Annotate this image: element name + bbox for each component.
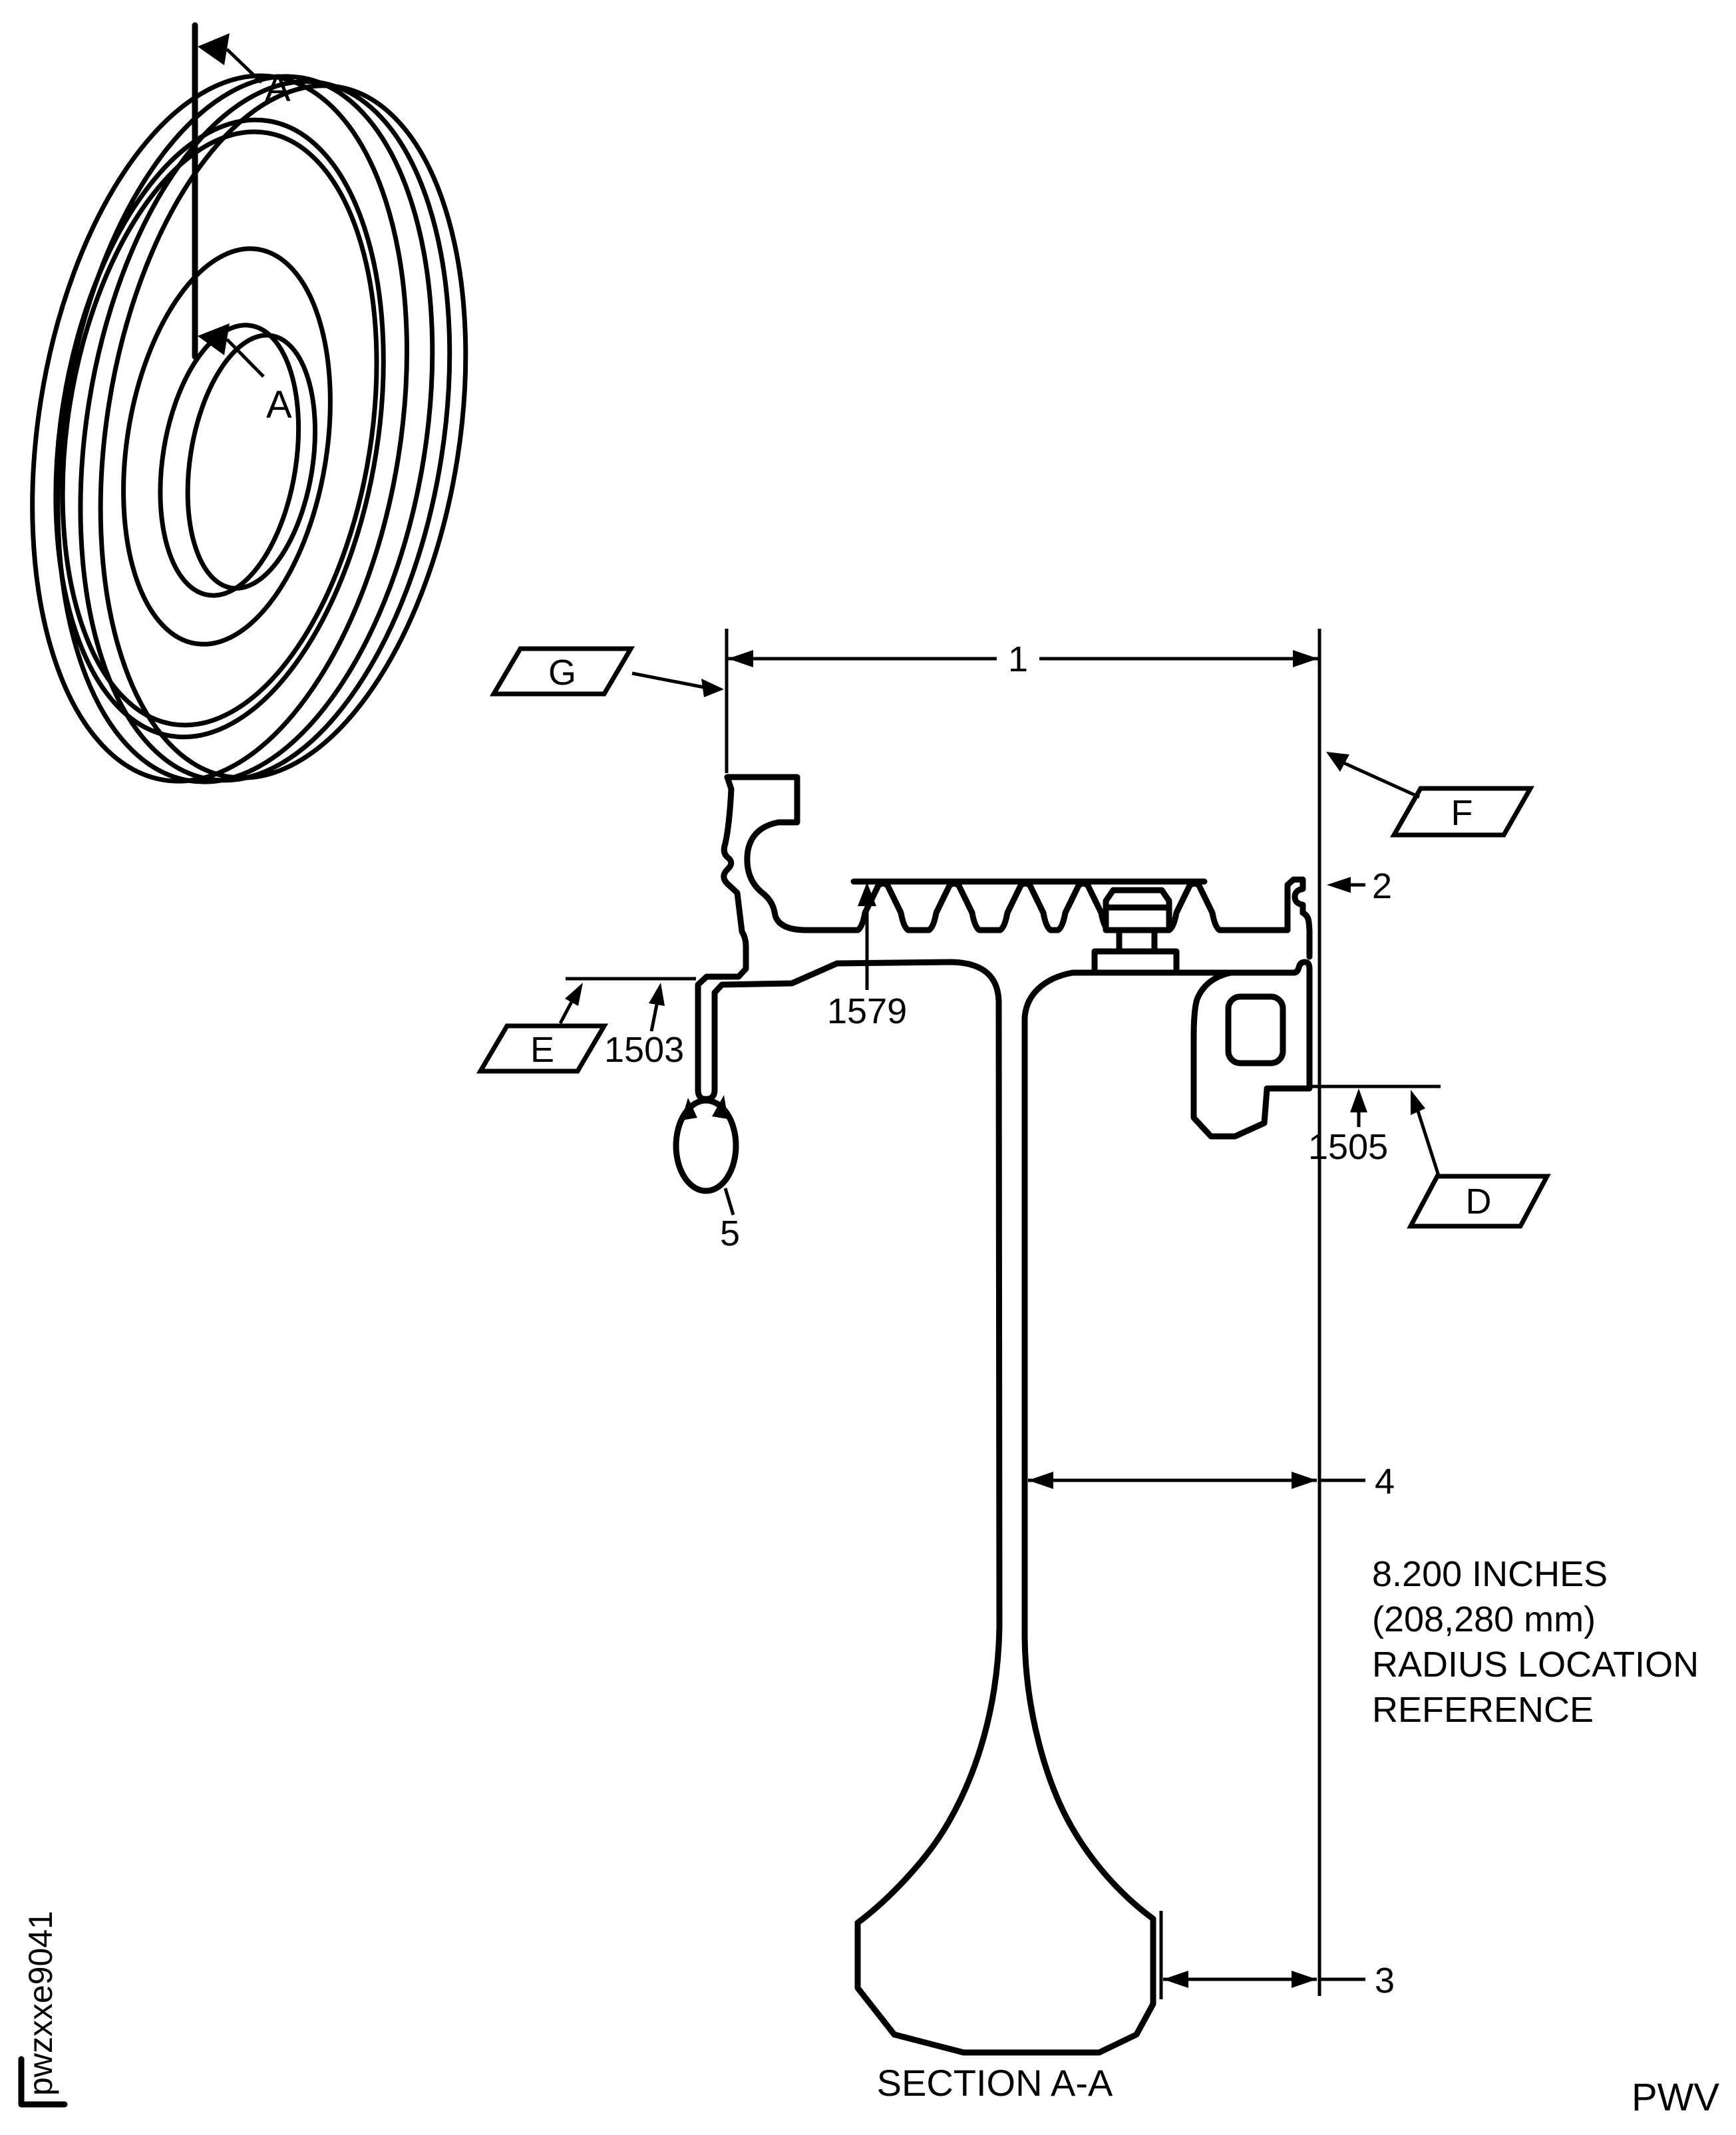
datum-flag-f-label: F	[1451, 793, 1473, 833]
dimension-4: 4	[1028, 1462, 1395, 1502]
flag-d-group: 1505 D	[1308, 1088, 1551, 1229]
callout-5-group: 5	[673, 1095, 740, 1253]
callout-1: 1	[1008, 639, 1028, 679]
bolt-washer	[1091, 948, 1180, 976]
footer-code: PWV	[1632, 2076, 1719, 2119]
flag-e-group: E 1503	[476, 983, 684, 1074]
detail-ellipse	[673, 1097, 739, 1194]
callout-3: 3	[1375, 1961, 1395, 2001]
datum-flag-e-label: E	[530, 1030, 554, 1070]
note-line-3: RADIUS LOCATION	[1372, 1645, 1699, 1685]
rim-upper-outline	[724, 774, 1313, 960]
dimension-1: 1	[728, 639, 1318, 679]
flag-f-group: F	[1326, 752, 1535, 838]
corner-bracket-icon	[18, 2056, 68, 2108]
section-arrow-label-bottom: A	[266, 383, 292, 426]
datum-flag-g-label: G	[548, 653, 576, 693]
callout-1505: 1505	[1308, 1127, 1388, 1167]
disk-body-outline	[695, 774, 1156, 2056]
rear-hook-outer	[1190, 969, 1270, 1140]
datum-flag-e	[476, 1023, 609, 1074]
note-line-1: 8.200 INCHES	[1372, 1554, 1608, 1594]
section-cut-line: A A	[192, 22, 292, 426]
dimension-3: 3	[1159, 1911, 1395, 2001]
disk-isometric-view	[30, 73, 468, 784]
section-title: SECTION A-A	[877, 2062, 1113, 2104]
callout-1579-group: 1579	[827, 882, 907, 1031]
section-profile	[566, 629, 1441, 2056]
rear-hook-top-right	[1173, 959, 1313, 1092]
note-line-4: REFERENCE	[1372, 1690, 1594, 1730]
section-arrow-label-top: A	[265, 67, 291, 110]
datum-flag-d	[1407, 1174, 1551, 1229]
datum-flag-d-label: D	[1466, 1182, 1492, 1222]
doc-code: pwzxxe9041	[22, 1911, 59, 2096]
callout-1579: 1579	[827, 991, 907, 1031]
section-arrow-bottom-icon	[198, 323, 230, 355]
callout-2-group: 2	[1327, 866, 1392, 906]
datum-flag-g	[489, 646, 635, 697]
flag-g-group: G	[489, 646, 724, 697]
section-arrow-top-icon	[198, 33, 230, 65]
callout-5: 5	[720, 1214, 740, 1253]
bolt-assembly	[1091, 887, 1180, 976]
datum-flag-f	[1389, 786, 1535, 838]
callout-1503: 1503	[604, 1030, 684, 1070]
doc-code-group: pwzxxe9041	[18, 1911, 68, 2108]
callout-2: 2	[1372, 866, 1392, 906]
radius-note: 8.200 INCHES (208,280 mm) RADIUS LOCATIO…	[1372, 1554, 1699, 1730]
note-line-2: (208,280 mm)	[1372, 1599, 1596, 1639]
callout-4: 4	[1375, 1462, 1395, 1502]
rear-hook-slot	[1225, 993, 1286, 1067]
